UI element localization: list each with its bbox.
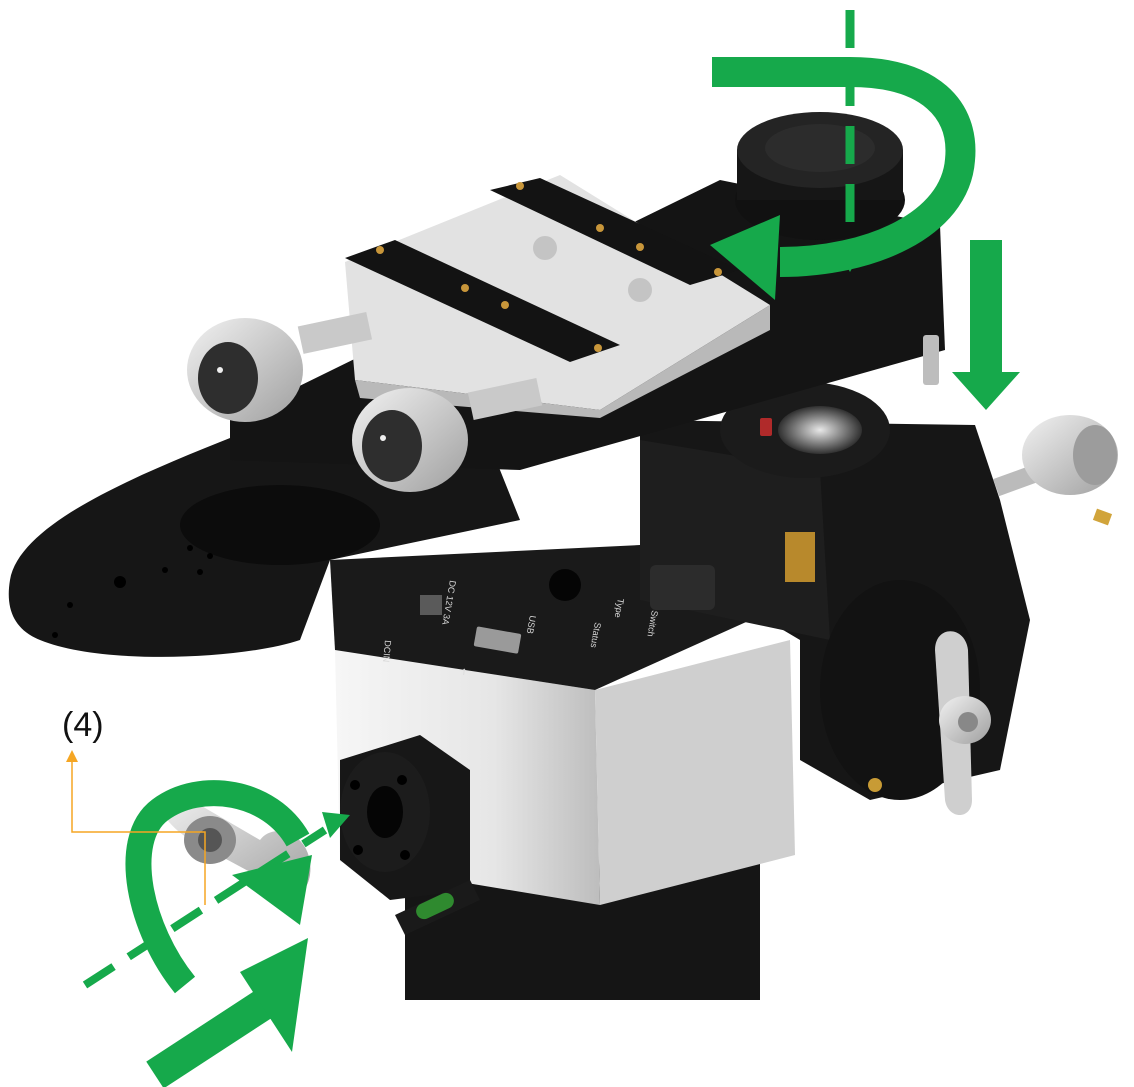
usb-symbol: ⭠ [459, 668, 470, 676]
saddle-hole [533, 236, 557, 260]
brass-screw [868, 778, 882, 792]
brass-inserts [376, 182, 722, 352]
plate-recess [180, 485, 380, 565]
rear-motor [820, 580, 980, 800]
saddle-knob-right [352, 378, 543, 492]
rear-lens [778, 406, 862, 454]
saddle-edge [355, 305, 770, 418]
top-knob [735, 112, 905, 240]
base-column [405, 862, 760, 1000]
label-type: Type [613, 598, 626, 619]
push-arrow [146, 938, 308, 1087]
dc-port [420, 595, 442, 615]
rotation-arrow-bottom [125, 780, 312, 994]
saddle-hole [628, 278, 652, 302]
plate-holes [52, 545, 213, 638]
saddle-knob-left [187, 311, 373, 422]
right-latch [935, 631, 991, 815]
mounting-block [340, 735, 470, 900]
speaker-grille [650, 565, 715, 610]
locating-pin [923, 335, 939, 385]
housing-side [595, 640, 795, 905]
rotation-arrow-top [710, 57, 976, 300]
callout-label-4: (4) [62, 706, 104, 744]
bubble-level [395, 880, 480, 935]
brass-insert [785, 532, 815, 582]
label-status: Status [589, 622, 603, 649]
red-marker [760, 418, 772, 436]
label-dcin: DCIN [381, 640, 393, 663]
usb-port [473, 626, 522, 654]
dovetail-bar-front [345, 240, 620, 362]
right-side-knob [993, 415, 1118, 526]
callout-leader [66, 750, 206, 905]
down-arrow [952, 240, 1020, 410]
label-usb: USB [525, 615, 538, 635]
top-center-hole [549, 569, 581, 601]
dovetail-bar-rear [490, 178, 740, 285]
label-switch: Switch [645, 610, 659, 638]
axis-line-diagonal [82, 812, 350, 989]
saddle-clamp [345, 175, 770, 410]
